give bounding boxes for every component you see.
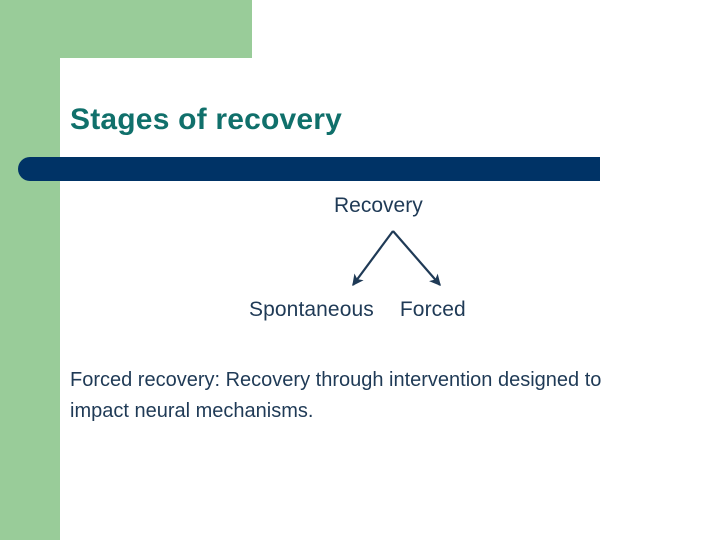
green-left-band-decoration — [0, 0, 60, 540]
body-paragraph: Forced recovery: Recovery through interv… — [70, 369, 602, 422]
title-underline-rule — [18, 157, 600, 181]
green-top-block-decoration — [0, 0, 252, 58]
diagram-node-spontaneous: Spontaneous — [249, 298, 374, 321]
diagram-node-recovery: Recovery — [334, 194, 423, 217]
white-content-panel — [60, 58, 720, 540]
page-title: Stages of recovery — [70, 103, 343, 136]
diagram-node-forced: Forced — [399, 298, 466, 321]
diagram-node-children-row: Spontaneous Forced — [249, 298, 466, 322]
